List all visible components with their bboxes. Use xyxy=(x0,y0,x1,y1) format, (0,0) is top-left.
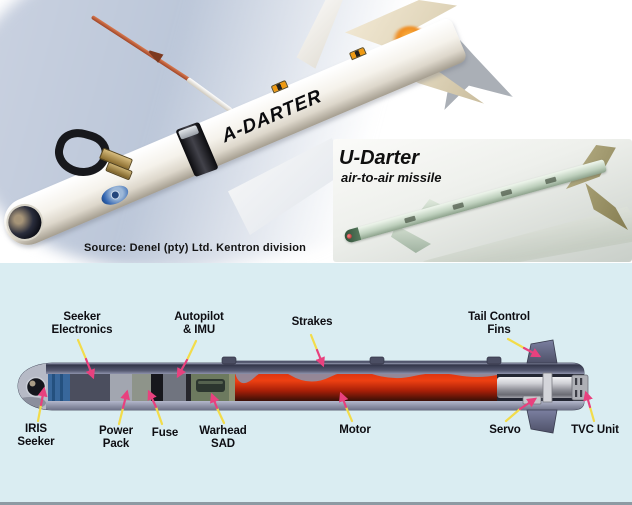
leader-autopilot-imu xyxy=(176,339,198,379)
label-servo: Servo xyxy=(489,424,521,436)
label-iris-seeker: IRIS Seeker xyxy=(17,423,55,448)
label-fuse: Fuse xyxy=(151,427,179,439)
leader-warhead-sad xyxy=(210,392,226,425)
u-darter-photo xyxy=(333,139,632,262)
casing-bottom xyxy=(46,401,584,410)
u-darter-stencil-marking xyxy=(404,215,417,224)
hanger-lug xyxy=(486,356,502,365)
section-autopilot-imu xyxy=(163,371,186,405)
label-seeker-electronics: Seeker Electronics xyxy=(51,311,113,336)
leader-power-pack xyxy=(117,389,131,426)
section-divider xyxy=(186,371,191,405)
section-fuse xyxy=(132,371,151,405)
label-power-pack: Power Pack xyxy=(98,425,133,450)
leader-tvc-unit xyxy=(583,390,596,423)
u-darter-subtitle: air-to-air missile xyxy=(341,170,442,185)
section-seeker-front xyxy=(48,371,70,405)
label-warhead-sad: Warhead SAD xyxy=(199,425,247,450)
u-darter-stencil-marking xyxy=(500,188,513,197)
section-divider xyxy=(229,371,235,405)
u-darter-nose xyxy=(343,227,362,244)
hanger-lug xyxy=(221,356,237,365)
casing-top xyxy=(46,363,584,374)
section-motor xyxy=(235,371,497,405)
a-darter-photo: A-DARTER U-Darter air-to-ai xyxy=(0,0,632,263)
leader-strakes xyxy=(309,333,325,368)
label-autopilot-imu: Autopilot & IMU xyxy=(174,311,224,336)
cutaway-diagram-panel: Seeker Electronics Autopilot & IMU Strak… xyxy=(0,263,632,505)
u-darter-title: U-Darter xyxy=(339,147,420,169)
source-caption: Source: Denel (pty) Ltd. Kentron divisio… xyxy=(84,242,307,254)
label-tail-control-fins: Tail Control Fins xyxy=(468,311,530,336)
leader-iris-seeker xyxy=(36,386,48,423)
leader-fuse xyxy=(147,389,164,426)
label-strakes: Strakes xyxy=(291,316,333,328)
label-tvc-unit: TVC Unit xyxy=(571,424,619,436)
u-darter-stencil-marking xyxy=(544,176,557,185)
leader-motor xyxy=(339,391,354,423)
u-darter-stencil-marking xyxy=(452,202,465,210)
section-power-pack xyxy=(110,371,132,405)
section-seeker-electronics xyxy=(70,371,110,405)
umbilical-band xyxy=(175,121,219,178)
leader-lines xyxy=(36,333,596,426)
leader-tail-control-fins xyxy=(506,337,542,358)
missile-cutaway-svg xyxy=(17,333,596,434)
leader-seeker-electronics xyxy=(76,338,95,380)
label-motor: Motor xyxy=(339,424,371,436)
u-darter-seeker-dome xyxy=(346,233,353,240)
roundel-icon xyxy=(98,181,132,209)
hanger-lug xyxy=(369,356,385,365)
roundel-core-icon xyxy=(109,189,122,201)
leader-servo xyxy=(504,397,538,423)
warhead-cylinder xyxy=(196,379,225,392)
band-clip xyxy=(177,124,200,140)
tail-fin-bottom xyxy=(526,409,558,434)
